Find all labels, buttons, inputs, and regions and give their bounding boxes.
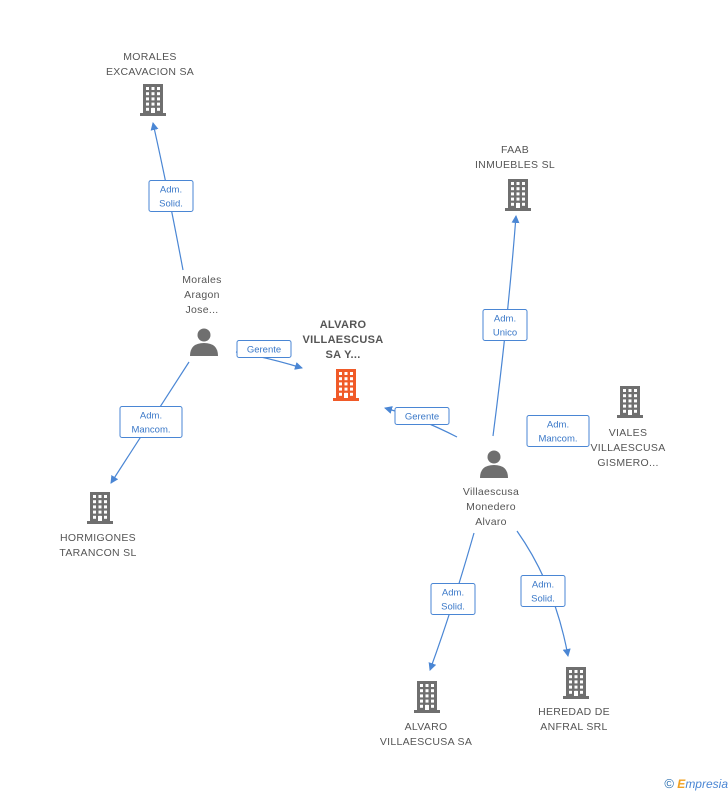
edge-label-text: Gerente [247, 345, 281, 356]
edge-role-label[interactable]: Adm. Solid. [148, 180, 194, 212]
edge-label-text: Adm. [547, 420, 569, 431]
edge-label-box [526, 415, 590, 447]
node-label-text: ALVARO [320, 319, 367, 331]
building-icon[interactable] [505, 179, 531, 211]
building-icon[interactable] [333, 369, 359, 401]
edge-role-label[interactable]: Adm. Mancom. [526, 415, 590, 447]
node-label-text: INMUEBLES SL [475, 159, 555, 171]
node-heredad[interactable]: HEREDAD DE ANFRAL SRL [538, 667, 610, 733]
edge-label-box [148, 180, 194, 212]
node-label-text: SA Y... [325, 349, 360, 361]
building-icon[interactable] [414, 681, 440, 713]
node-label-text: VILLAESCUSA [303, 334, 384, 346]
node-hormigones[interactable]: HORMIGONES TARANCON SL [59, 492, 136, 559]
edge-label-box [430, 583, 476, 615]
node-label-text: Monedero [466, 501, 516, 513]
node-label-text: EXCAVACION SA [106, 66, 194, 78]
edge-label-text: Solid. [159, 199, 183, 210]
node-morales-exc[interactable]: MORALES EXCAVACION SA [106, 51, 194, 116]
person-icon[interactable] [190, 328, 218, 357]
node-label-text: HORMIGONES [60, 532, 136, 544]
building-icon[interactable] [617, 386, 643, 418]
building-icon[interactable] [140, 84, 166, 116]
edge-role-label[interactable]: Adm. Solid. [520, 575, 566, 607]
node-label-text: MORALES [123, 51, 176, 63]
node-label-text: VIALES [609, 427, 648, 439]
edge-label-text: Adm. [494, 314, 516, 325]
node-label-text: HEREDAD DE [538, 706, 610, 718]
edge-label-box [119, 406, 183, 438]
person-icon[interactable] [480, 450, 508, 479]
node-label-text: FAAB [501, 144, 529, 156]
edge-label-box [236, 340, 292, 358]
edge-label-text: Gerente [405, 412, 439, 423]
edge-role-label[interactable]: Adm. Mancom. [119, 406, 183, 438]
node-label-text: Alvaro [475, 516, 507, 528]
node-faab[interactable]: FAAB INMUEBLES SL [475, 144, 555, 211]
node-viales[interactable]: VIALES VILLAESCUSA GISMERO... [590, 386, 665, 469]
node-label-text: VILLAESCUSA [590, 442, 665, 454]
node-label-text: GISMERO... [597, 457, 658, 469]
edge-label-text: Solid. [441, 602, 465, 613]
copyright-icon: © [664, 776, 674, 791]
edge-label-text: Adm. [442, 588, 464, 599]
brand-footer[interactable]: © Empresia [664, 776, 728, 791]
brand-logo-text: mpresia [685, 777, 728, 791]
node-label-text: Jose... [185, 304, 218, 316]
node-morales-person[interactable]: MoralesAragonJose... [182, 274, 221, 356]
node-alvaro-sa[interactable]: ALVARO VILLAESCUSA SA [380, 681, 472, 748]
node-label-text: TARANCON SL [59, 547, 136, 559]
edge-label-text: Adm. [140, 411, 162, 422]
node-label-text: ANFRAL SRL [540, 721, 607, 733]
node-label-text: Aragon [184, 289, 220, 301]
node-label-text: ALVARO [405, 721, 448, 733]
node-label-text: VILLAESCUSA SA [380, 736, 472, 748]
node-label-text: Morales [182, 274, 221, 286]
building-icon[interactable] [87, 492, 113, 524]
edge-label-box [394, 407, 450, 425]
edge-label-box [520, 575, 566, 607]
building-icon[interactable] [563, 667, 589, 699]
edge-label-text: Mancom. [131, 425, 170, 436]
edge-role-label[interactable]: Gerente [236, 340, 292, 358]
edge-label-text: Mancom. [538, 434, 577, 445]
node-label-text: Villaescusa [463, 486, 519, 498]
edge-label-text: Unico [493, 328, 517, 339]
brand-logo-initial: E [677, 777, 686, 791]
edge-label-text: Adm. [160, 185, 182, 196]
edge-role-label[interactable]: Gerente [394, 407, 450, 425]
edge-label-text: Solid. [531, 594, 555, 605]
node-center[interactable]: ALVARO VILLAESCUSA SA Y... [303, 319, 384, 401]
edge-role-label[interactable]: Adm. Unico [482, 309, 528, 341]
edge-label-text: Adm. [532, 580, 554, 591]
edge-role-label[interactable]: Adm. Solid. [430, 583, 476, 615]
edge-label-box [482, 309, 528, 341]
